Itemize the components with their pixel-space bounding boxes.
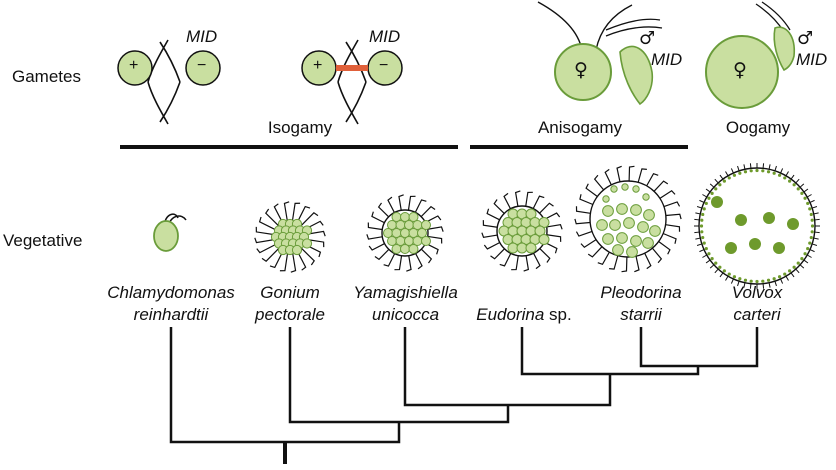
species-gonium-genus: Gonium [260,283,320,302]
mating-junction [336,65,368,71]
phylogenetic-tree [169,327,759,464]
minus-gamete-1 [185,50,221,86]
species-volvox-epithet: carteri [733,305,781,324]
species-gonium-epithet: pectorale [255,305,325,324]
volvox-colony [694,163,820,289]
species-pleodorina: Pleodorina starrii [586,282,696,326]
gonium-colony [254,201,326,273]
chlamydomonas-cell [153,213,187,252]
minus-sign-2: − [379,57,389,74]
species-eudorina-genus: Eudorina [476,305,545,324]
species-yamagishiella: Yamagishiella unicocca [343,282,468,326]
isogamy-gamete-pair-2 [301,39,403,125]
species-eudorina: Eudorina sp. [464,304,584,326]
plus-sign-2: + [313,57,323,74]
species-chlamydomonas: Chlamydomonas reinhardtii [96,282,246,326]
eudorina-colony [481,190,563,272]
plus-sign-1: + [129,57,139,74]
species-pleodorina-genus: Pleodorina [600,283,682,302]
species-gonium: Gonium pectorale [240,282,340,326]
male-symbol-1: ♂ [639,28,656,49]
mid-label-4: MID [796,50,828,69]
isogamy-gamete-pair-1 [117,39,221,125]
male-gamete [619,45,654,106]
anisogamy-label: Anisogamy [537,118,623,137]
plus-gamete-1 [117,50,153,86]
minus-sign-1: − [197,57,207,74]
species-volvox-genus: Volvox [731,283,783,302]
species-chlamydomonas-epithet: reinhardtii [133,305,209,324]
species-pleodorina-epithet: starrii [620,305,662,324]
vegetative-row-label: Vegetative [3,231,83,250]
sperm-cell [773,26,796,72]
mid-label-2: MID [369,27,401,46]
species-yamagishiella-epithet: unicocca [371,305,440,324]
mid-label-1: MID [186,27,218,46]
species-volvox: Volvox carteri [707,282,807,326]
egg-cell [705,35,779,109]
mid-label-3: MID [651,50,683,69]
species-chlamydomonas-genus: Chlamydomonas [107,283,235,302]
oogamy-gametes [705,1,796,109]
species-eudorina-suffix: sp. [544,305,572,324]
isogamy-label: Isogamy [267,118,333,137]
yamagishiella-colony [366,194,444,272]
gametes-row-label: Gametes [12,67,81,86]
anisogamy-gametes [537,1,663,106]
species-yamagishiella-genus: Yamagishiella [353,283,458,302]
pleodorina-colony [574,165,682,273]
female-symbol-2: ♀ [733,59,747,81]
male-symbol-2: ♂ [797,28,814,49]
female-symbol-1: ♀ [574,59,588,81]
oogamy-label: Oogamy [725,118,791,137]
female-gamete [554,43,612,101]
